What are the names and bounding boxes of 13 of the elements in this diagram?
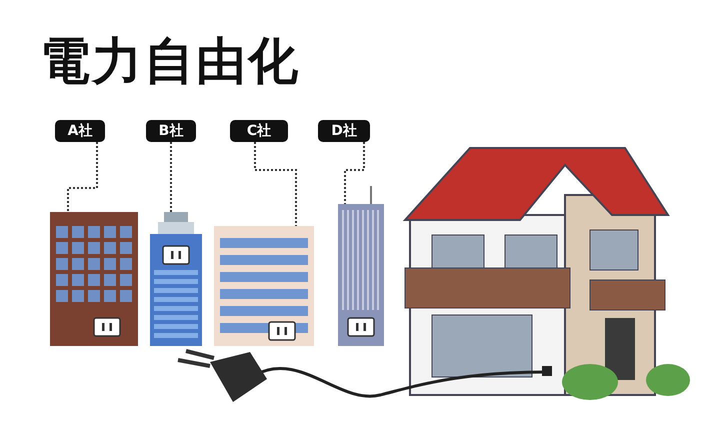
leader-line: [344, 142, 365, 204]
title: 電力自由化: [40, 36, 300, 86]
company-label: D社: [318, 120, 370, 142]
office-building-drawing: [50, 212, 138, 346]
leader-line: [67, 142, 98, 212]
company-label: A社: [55, 120, 105, 142]
office-building-drawing: [338, 186, 384, 346]
office-building-drawing: [214, 226, 314, 346]
company-label: C社: [230, 120, 288, 142]
leader-line: [254, 142, 297, 226]
office-building-drawing: [150, 212, 202, 346]
company-label: B社: [146, 120, 196, 142]
leader-line: [170, 142, 172, 212]
